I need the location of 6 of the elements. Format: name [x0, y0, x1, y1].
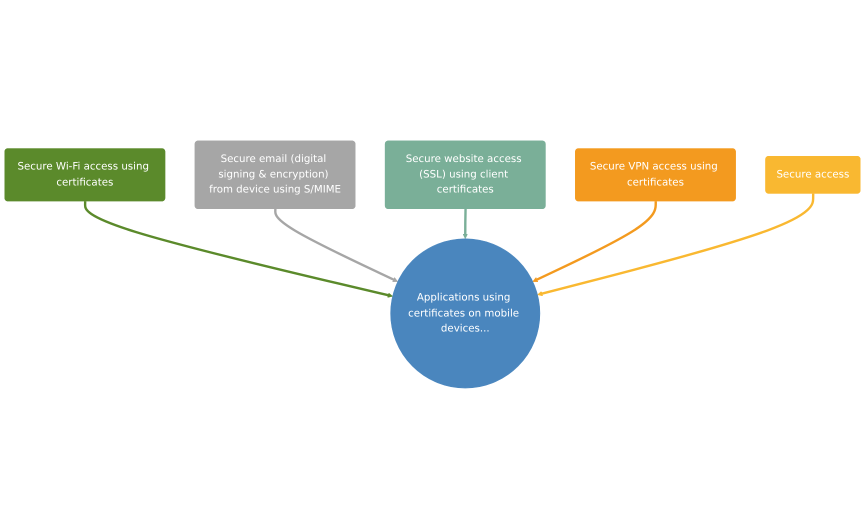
- arrow: [84, 201, 393, 298]
- node-circle: Applications using certificates on mobile devices...: [390, 238, 540, 388]
- arrow: [274, 208, 398, 282]
- arrow: [537, 194, 814, 296]
- arrow: [532, 201, 657, 282]
- arrow: [462, 208, 468, 239]
